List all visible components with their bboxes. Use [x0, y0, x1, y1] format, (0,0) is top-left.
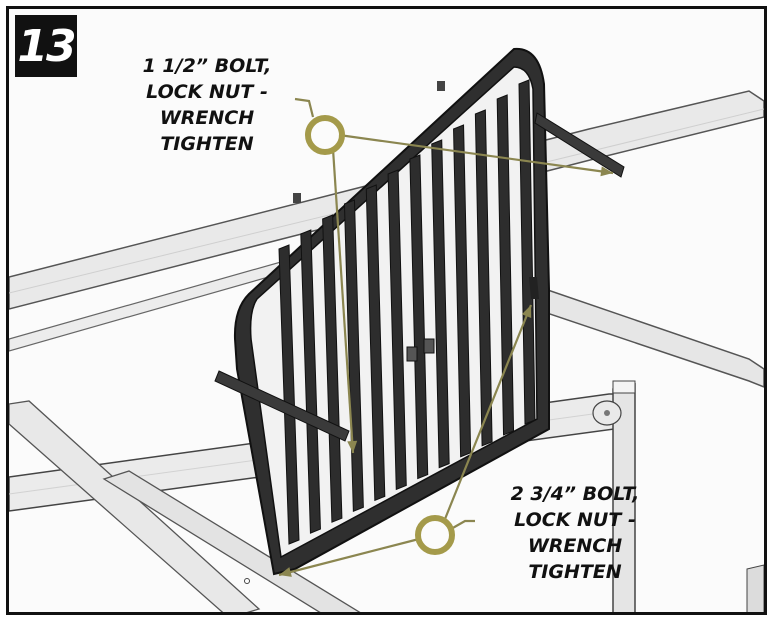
leader-arrowhead: [347, 440, 358, 453]
leader-line: [338, 133, 614, 175]
leader-line: [294, 97, 315, 118]
slat: [474, 109, 493, 447]
rail-bottom-left: [9, 400, 361, 612]
slat: [431, 139, 450, 469]
diagram-frame: 13 1 1/2” BOLT, LOCK NUT - WRENCH TIGHTE…: [6, 6, 767, 615]
leader-line: [450, 519, 475, 530]
callout-ring-top: [305, 115, 345, 155]
rail-right-diagonal: [527, 286, 764, 388]
callout-label-top: 1 1/2” BOLT, LOCK NUT - WRENCH TIGHTEN: [97, 53, 317, 157]
callout-bottom-line-2: LOCK NUT -: [514, 509, 636, 531]
slat: [278, 244, 300, 545]
callout-top-line-1: 1 1/2” BOLT,: [142, 55, 272, 77]
leader-line: [331, 148, 355, 454]
slat: [518, 79, 536, 425]
leader-lines: [278, 97, 614, 577]
callout-top-line-3: WRENCH: [159, 107, 255, 129]
slat: [409, 154, 429, 480]
leader-arrowhead: [279, 567, 292, 577]
leader-arrowhead: [600, 166, 613, 177]
slat: [365, 184, 386, 502]
slat: [322, 214, 343, 523]
leader-line: [278, 537, 420, 577]
bed-rail-panel: [214, 47, 625, 576]
callout-top-line-4: TIGHTEN: [160, 133, 254, 155]
slat: [496, 94, 515, 436]
slat: [387, 169, 407, 491]
callout-ring-bottom: [415, 515, 455, 555]
step-number-badge: 13: [15, 15, 77, 77]
callout-top-line-2: LOCK NUT -: [146, 81, 268, 103]
slat: [300, 229, 321, 534]
assembly-illustration: [9, 47, 764, 612]
leader-line: [443, 304, 533, 520]
callout-bottom-line-4: TIGHTEN: [528, 561, 622, 583]
callout-bottom-line-3: WRENCH: [527, 535, 623, 557]
callout-label-bottom: 2 3/4” BOLT, LOCK NUT - WRENCH TIGHTEN: [475, 481, 675, 585]
post-far-right: [746, 564, 764, 612]
leader-arrowhead: [521, 305, 532, 318]
post-right: [592, 380, 636, 612]
callout-bottom-line-1: 2 3/4” BOLT,: [510, 483, 640, 505]
